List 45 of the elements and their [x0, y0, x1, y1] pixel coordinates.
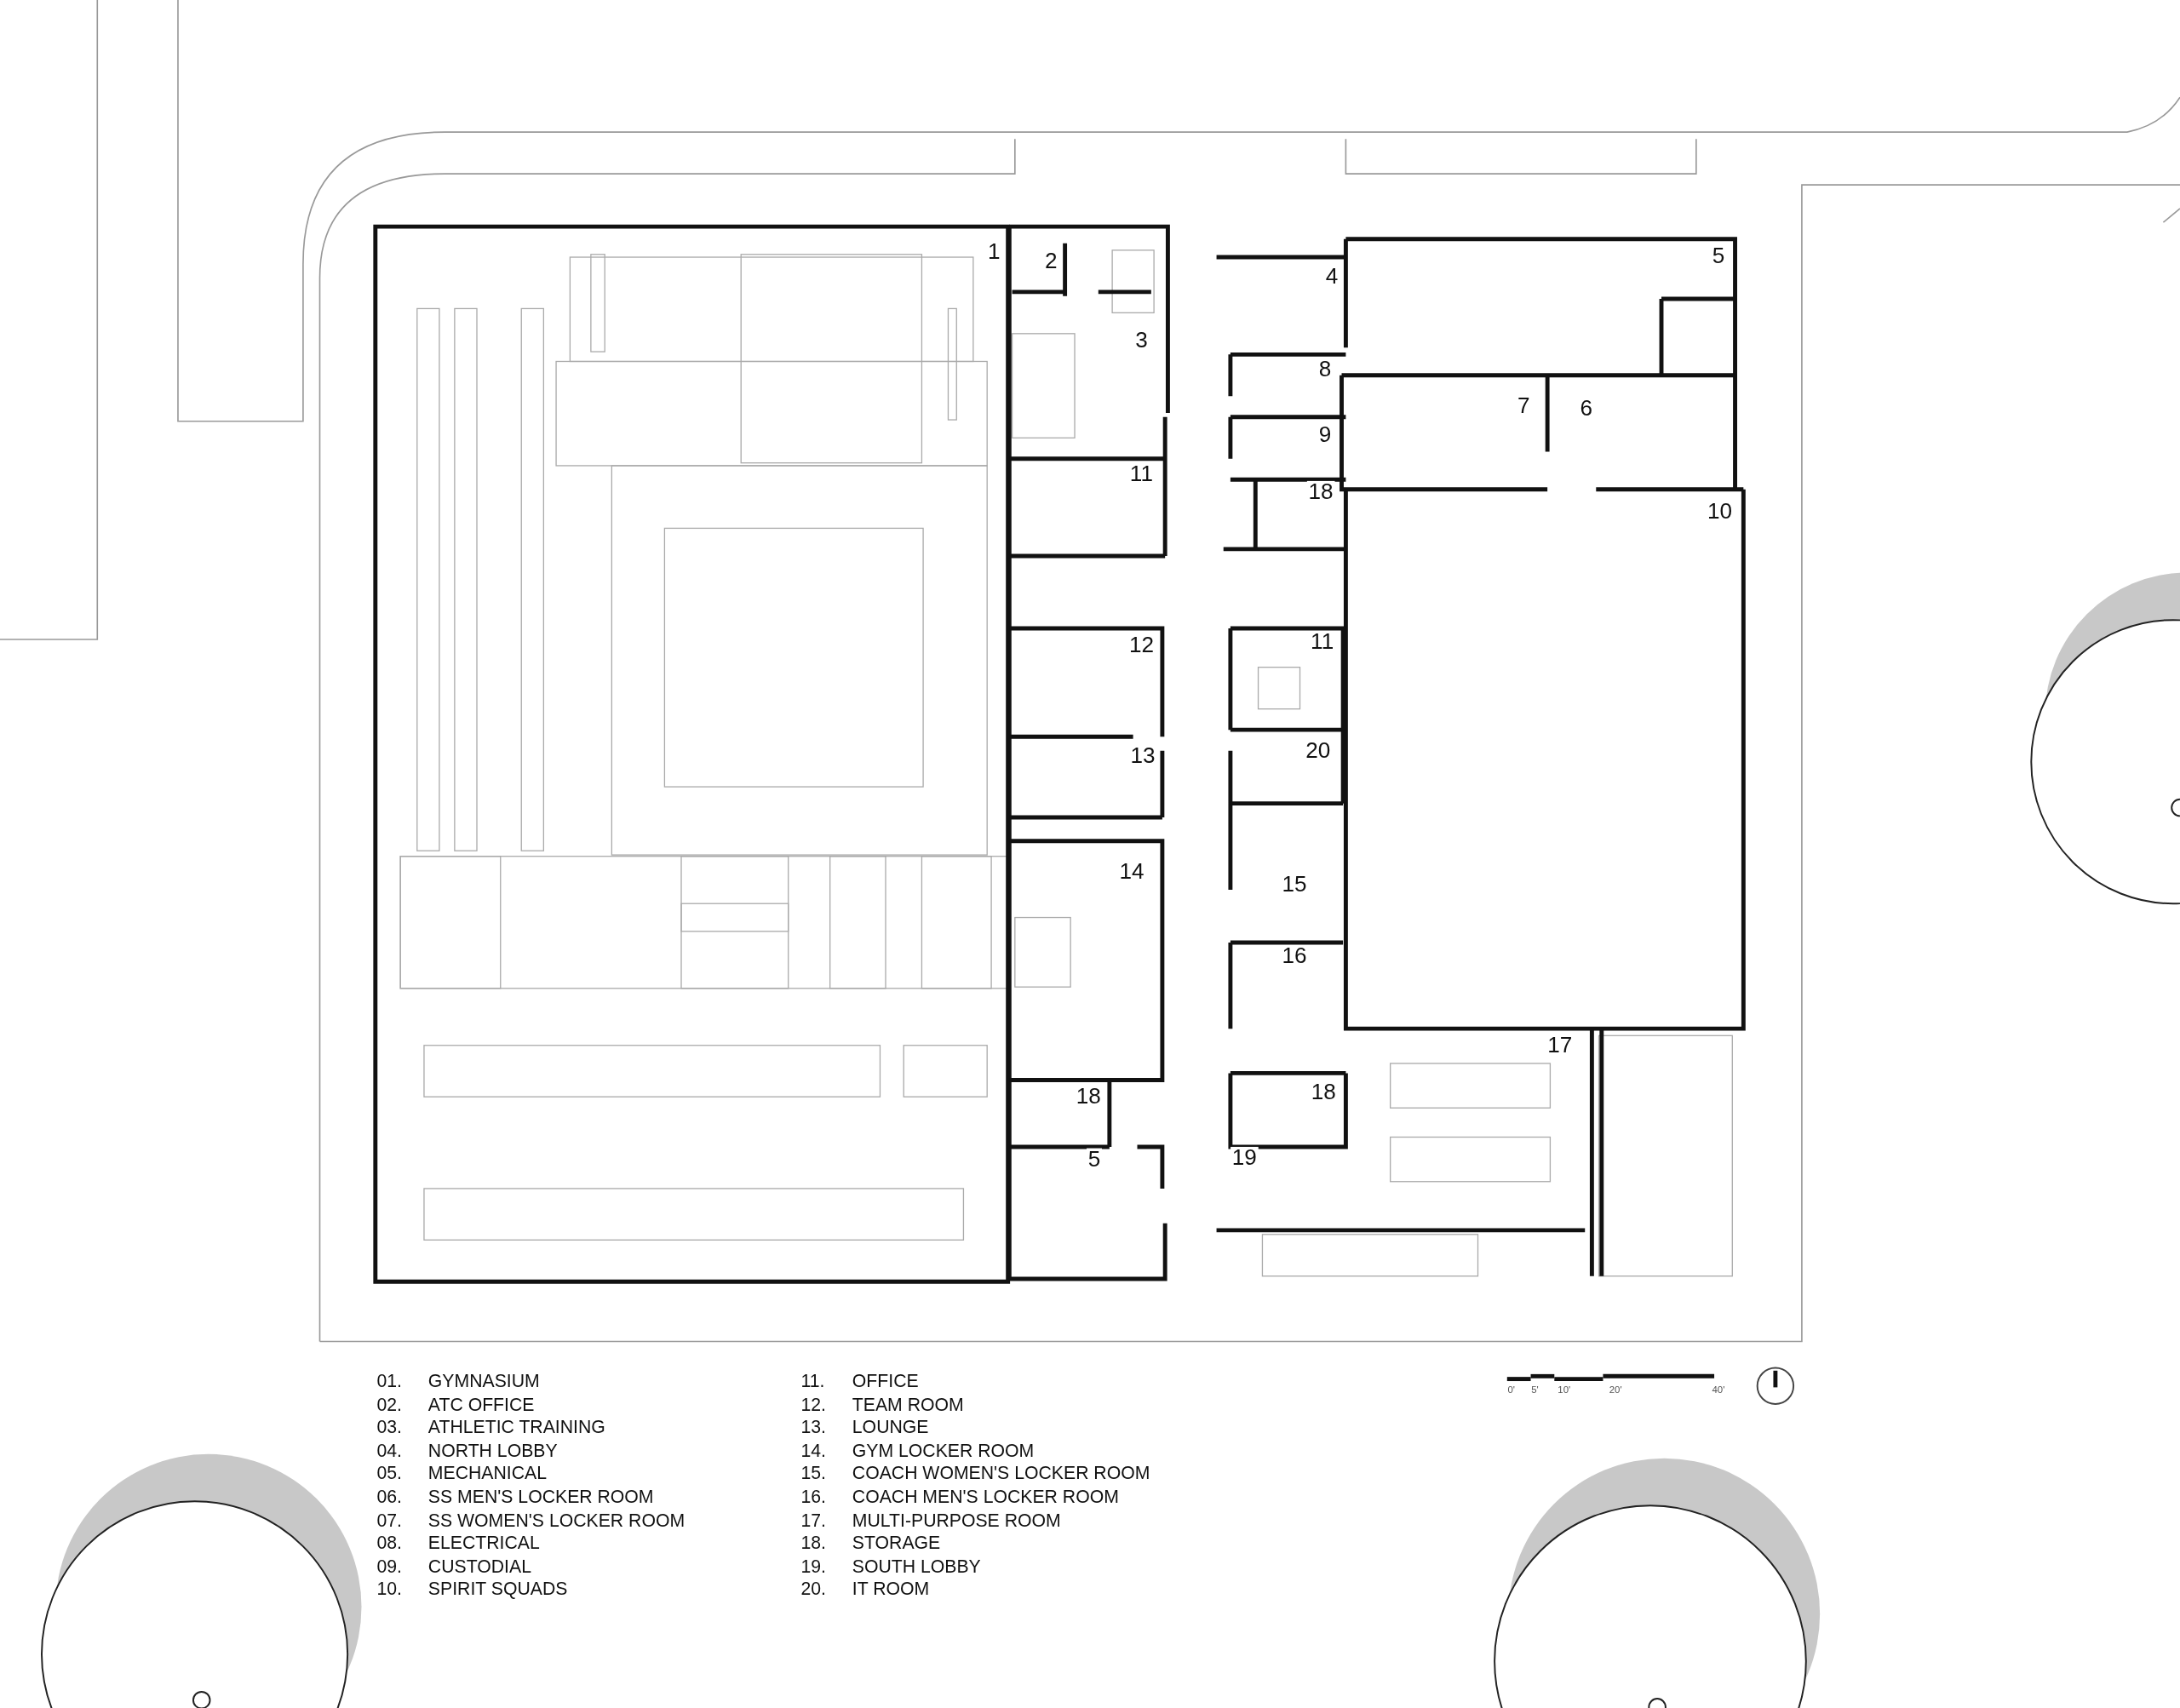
legend-number: 19. [800, 1556, 826, 1575]
room-name: TEAM ROOM [852, 1395, 964, 1413]
room-name: CUSTODIAL [427, 1556, 531, 1575]
scale-tick-label: 5' [1531, 1384, 1539, 1395]
legend-number: 02. [376, 1395, 402, 1413]
scale-tick-label: 20' [1609, 1384, 1622, 1395]
legend-number: 11. [800, 1372, 825, 1390]
room-name: IT ROOM [852, 1579, 930, 1598]
room-name: LOUNGE [852, 1418, 929, 1436]
legend-number: 04. [376, 1441, 402, 1459]
legend-number: 15. [800, 1464, 826, 1483]
room-name: ATHLETIC TRAINING [427, 1418, 605, 1436]
room-name: COACH MEN'S LOCKER ROOM [852, 1487, 1119, 1506]
room-name: ELECTRICAL [427, 1533, 540, 1552]
legend-number: 01. [376, 1372, 402, 1390]
legend-number: 14. [800, 1441, 826, 1459]
legend-number: 20. [800, 1579, 826, 1598]
scale-tick-label: 40' [1712, 1384, 1725, 1395]
scale-tick-label: 0' [1507, 1384, 1515, 1395]
room-name: ATC OFFICE [427, 1395, 535, 1413]
legend-number: 06. [376, 1487, 402, 1506]
legend-number: 05. [376, 1464, 402, 1483]
legend-number: 17. [800, 1510, 826, 1529]
legend-number: 12. [800, 1395, 826, 1413]
legend-number: 07. [376, 1510, 402, 1529]
room-name: MECHANICAL [427, 1464, 548, 1483]
legend-number: 10. [376, 1579, 402, 1598]
room-name: GYMNASIUM [427, 1372, 540, 1390]
legend-number: 03. [376, 1418, 402, 1436]
room-name: SOUTH LOBBY [852, 1556, 981, 1575]
room-name: NORTH LOBBY [427, 1441, 558, 1459]
room-name: GYM LOCKER ROOM [852, 1441, 1035, 1459]
legend-number: 13. [800, 1418, 826, 1436]
room-name: SS WOMEN'S LOCKER ROOM [427, 1510, 686, 1529]
legend-number: 08. [376, 1533, 402, 1552]
legend-number: 18. [800, 1533, 826, 1552]
legend-number: 16. [800, 1487, 826, 1506]
room-name: SS MEN'S LOCKER ROOM [427, 1487, 654, 1506]
room-name: MULTI-PURPOSE ROOM [852, 1510, 1061, 1529]
room-name: STORAGE [852, 1533, 941, 1552]
legend-number: 09. [376, 1556, 402, 1575]
room-name: OFFICE [852, 1372, 919, 1390]
room-name: SPIRIT SQUADS [427, 1579, 568, 1598]
room-name: COACH WOMEN'S LOCKER ROOM [852, 1464, 1150, 1483]
scale-tick-label: 10' [1558, 1384, 1571, 1395]
